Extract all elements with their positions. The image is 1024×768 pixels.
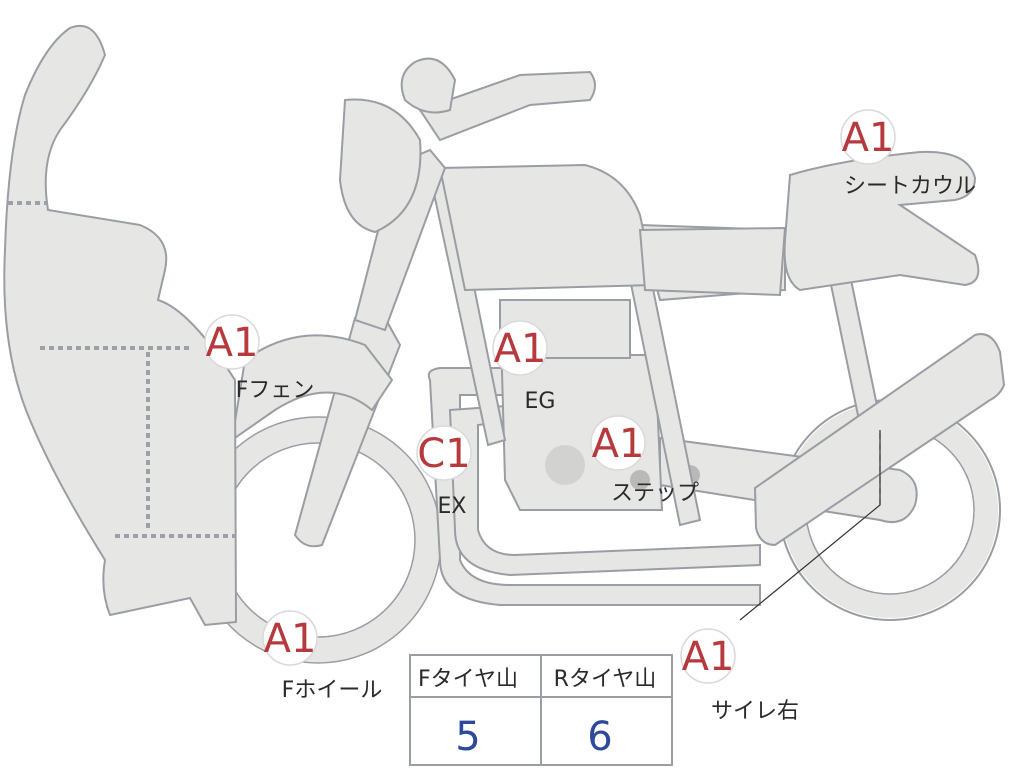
markers: A1FフェンA1EGC1EXA1ステップA1FホイールA1シートカウルA1サイレ… (204, 109, 976, 724)
marker-badge (204, 314, 260, 370)
marker-label: Fフェン (236, 378, 315, 403)
marker-badge (590, 415, 646, 471)
marker-code: A1 (206, 320, 259, 366)
marker-label: ステップ (611, 481, 699, 506)
rear-tire-header: Rタイヤ山 (554, 667, 657, 692)
exhaust-pipe-upper (448, 403, 761, 577)
tire-table: Fタイヤ山 Rタイヤ山 5 6 (409, 654, 673, 766)
rear-tire-value: 6 (587, 714, 612, 760)
fork-upper (353, 148, 447, 332)
marker-label: EX (438, 494, 467, 519)
marker-code: A1 (682, 634, 735, 680)
marker-code: A1 (842, 115, 895, 161)
marker-muffler-right: A1 サイレ右 (680, 628, 799, 724)
marker-code: A1 (592, 421, 645, 467)
marker-badge (416, 425, 472, 481)
marker-step: A1 ステップ (590, 415, 699, 506)
rear-shock (828, 273, 882, 427)
seat (638, 226, 787, 297)
front-tire-header: Fタイヤ山 (418, 667, 518, 692)
marker-code: A1 (264, 616, 317, 662)
seat-cowl (783, 150, 980, 292)
mirror-stalk (400, 57, 457, 114)
marker-badge (680, 628, 736, 684)
marker-badge (840, 109, 896, 165)
front-fairing (3, 24, 238, 627)
marker-badge (262, 610, 318, 666)
front-fender-shape (230, 334, 394, 443)
marker-label: EG (525, 389, 556, 414)
headlight (338, 98, 422, 234)
marker-badge (492, 320, 548, 376)
exhaust-pipe-lower (427, 367, 761, 606)
marker-label: サイレ右 (711, 699, 799, 724)
front-tire-value: 5 (455, 714, 480, 760)
marker-label: シートカウル (844, 174, 976, 199)
step-peg-1 (630, 470, 650, 490)
handlebar (418, 70, 596, 142)
marker-code: A1 (494, 326, 547, 372)
engine-cover (545, 445, 585, 485)
marker-seat-cowl: A1 シートカウル (840, 109, 976, 199)
marker-label: Fホイール (282, 678, 383, 703)
fuel-tank (438, 163, 657, 292)
marker-code: C1 (417, 431, 470, 477)
